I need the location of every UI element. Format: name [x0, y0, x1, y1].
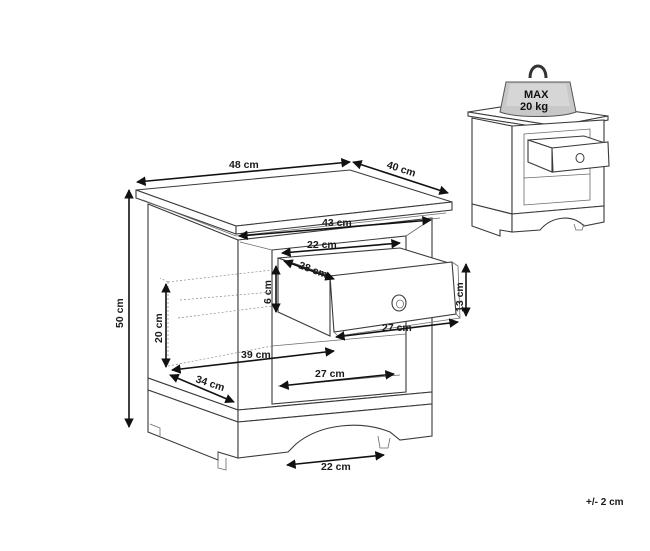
label-drawer-front-height: 13 cm: [454, 282, 466, 312]
label-base-cutout-width: 22 cm: [321, 461, 351, 473]
tolerance-note: +/- 2 cm: [586, 497, 624, 508]
label-width-top: 48 cm: [229, 159, 259, 171]
main-nightstand-drawing: [135, 169, 461, 471]
dimension-arrows: [124, 158, 471, 469]
label-drawer-inner-height: 6 cm: [262, 280, 274, 304]
label-drawer-width-top: 22 cm: [307, 239, 337, 251]
label-shelf-depth: 39 cm: [241, 349, 271, 361]
label-drawer-front-width: 27 cm: [382, 322, 412, 334]
thumbnail-load-drawing: MAX 20 kg: [467, 64, 610, 237]
label-shelf-height: 20 cm: [153, 313, 165, 343]
label-inner-width: 43 cm: [322, 217, 352, 229]
load-badge-line1: MAX: [524, 89, 549, 101]
label-shelf-width: 27 cm: [315, 368, 345, 380]
label-depth-top: 40 cm: [385, 159, 417, 180]
label-height-total: 50 cm: [114, 298, 126, 328]
weight-icon: MAX 20 kg: [499, 64, 577, 117]
load-badge-line2: 20 kg: [520, 101, 548, 113]
drawer-knob: [391, 294, 407, 312]
left-side-panel: [147, 203, 239, 411]
